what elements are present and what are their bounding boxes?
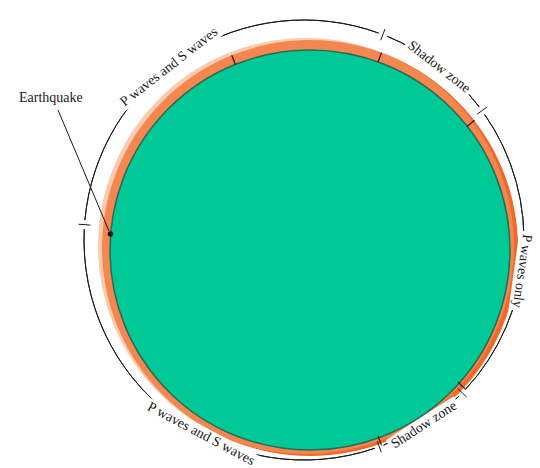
- zone-label: P waves only: [508, 230, 535, 312]
- ray-mark: [458, 382, 465, 389]
- zone-boundary-tick: [377, 441, 381, 452]
- zone-boundary-tick: [477, 107, 487, 114]
- ray-mark: [378, 53, 381, 62]
- zone-label: Shadow zone: [385, 396, 462, 454]
- zone-label: P waves and S waves: [114, 22, 223, 112]
- earthquake-focus: [108, 231, 114, 237]
- leader-line: [58, 110, 109, 231]
- zone-arc: [85, 20, 379, 220]
- zone-arc: [84, 229, 375, 460]
- crust-highlight: [98, 38, 514, 454]
- ray-mark: [467, 120, 475, 126]
- zone-boundary-tick: [381, 29, 385, 40]
- zone-arc: [387, 36, 479, 107]
- ray-mark: [232, 55, 236, 64]
- crust-ticks: [232, 53, 475, 446]
- earthquake-label: Earthquake: [16, 90, 86, 106]
- zone-boundary-tick: [458, 389, 467, 397]
- zone-label: Shadow zone: [403, 35, 477, 98]
- mantle-core: [110, 50, 510, 450]
- zone-label: P waves and S waves: [142, 398, 260, 468]
- zone-arc: [465, 114, 524, 389]
- zone-boundary-tick: [79, 224, 91, 226]
- zone-arcs: [79, 20, 524, 460]
